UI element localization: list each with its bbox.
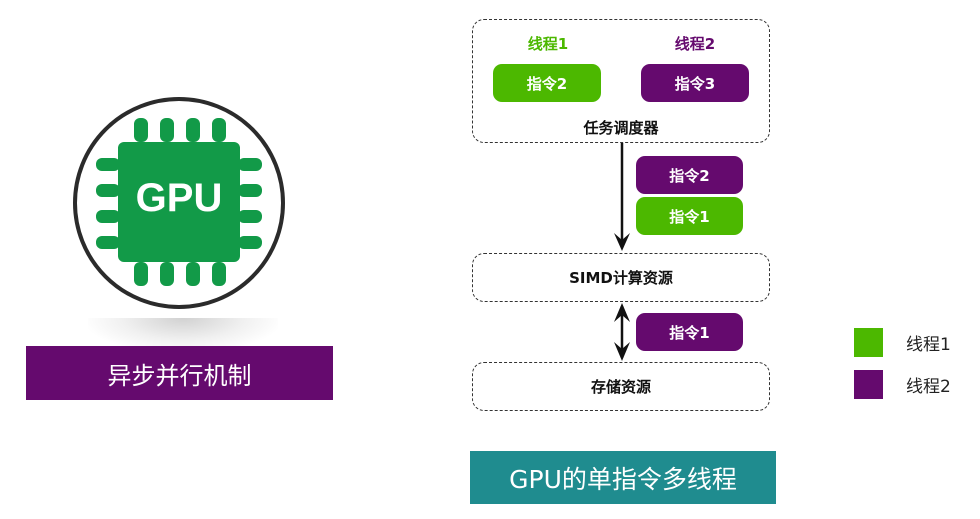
- legend: 线程1 线程2: [854, 326, 974, 406]
- async-parallel-caption: 异步并行机制: [26, 346, 333, 400]
- storage-title: 存储资源: [590, 378, 651, 396]
- gpu-chip-icon: GPU: [72, 96, 286, 310]
- thread2-instruction: 指令3: [641, 64, 749, 102]
- legend-label-thread2: 线程2: [906, 377, 951, 397]
- thread1-label: 线程1: [527, 35, 569, 53]
- legend-swatch-thread2: [854, 370, 883, 399]
- legend-swatch-thread1: [854, 328, 883, 357]
- down-arrow-icon: [614, 143, 630, 251]
- simd-title: SIMD计算资源: [569, 269, 673, 287]
- task-scheduler-box: 线程1 线程2 指令2 指令3 任务调度器: [472, 19, 770, 143]
- scheduler-title: 任务调度器: [583, 119, 659, 137]
- simt-caption: GPU的单指令多线程: [470, 451, 776, 504]
- legend-label-thread1: 线程1: [906, 335, 951, 355]
- storage-resource-box: 存储资源: [472, 362, 770, 411]
- gpu-icon-text: GPU: [135, 176, 223, 220]
- thread2-label: 线程2: [674, 35, 716, 53]
- thread1-instruction: 指令2: [493, 64, 601, 102]
- bidirectional-arrow-icon: [614, 303, 630, 361]
- simd-compute-box: SIMD计算资源: [472, 253, 770, 302]
- flow2-instruction: 指令1: [636, 313, 743, 351]
- flow1-instruction-bottom: 指令1: [636, 197, 743, 235]
- flow1-instruction-top: 指令2: [636, 156, 743, 194]
